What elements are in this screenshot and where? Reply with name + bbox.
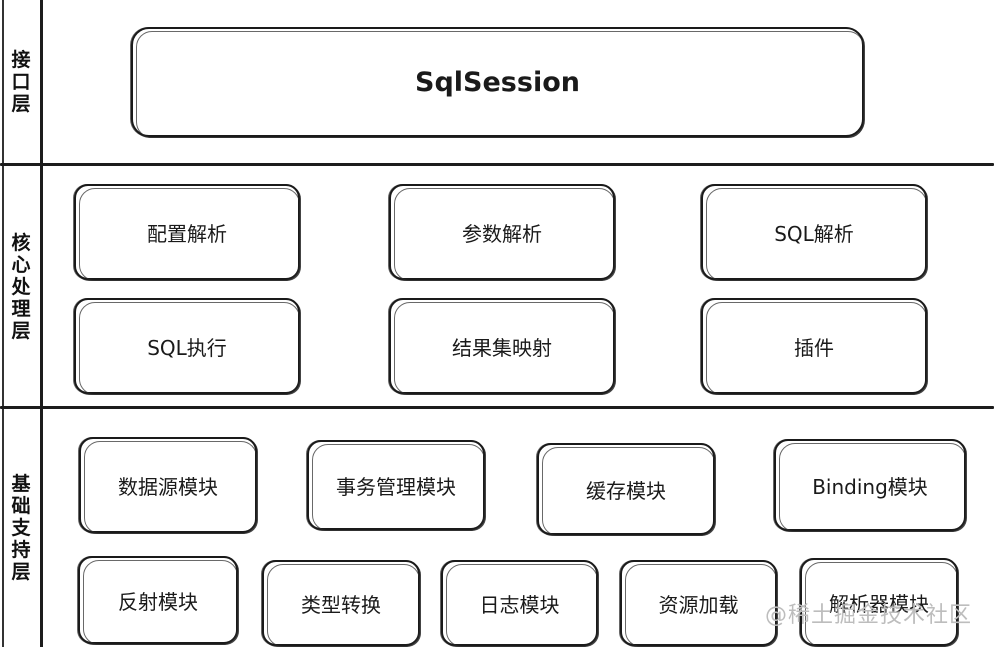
transaction-module-box: 事务管理模块 — [307, 440, 485, 531]
core-layer-label: 核心处理层 — [11, 231, 31, 342]
interface-layer-label: 接口层 — [11, 48, 31, 115]
layer-separator-1 — [0, 163, 994, 166]
plugin-box: 插件 — [701, 298, 927, 395]
sql-parse-box: SQL解析 — [701, 184, 927, 281]
result-mapping-box: 结果集映射 — [389, 298, 615, 395]
param-parse-box: 参数解析 — [389, 184, 615, 281]
type-conversion-box: 类型转换 — [262, 560, 420, 647]
layer-separator-2 — [0, 406, 994, 409]
label-divider-line — [40, 0, 43, 647]
base-layer-label: 基础支持层 — [11, 473, 31, 583]
binding-module-box: Binding模块 — [774, 439, 966, 532]
sql-execute-box: SQL执行 — [74, 298, 300, 395]
reflection-module-box: 反射模块 — [78, 556, 238, 645]
left-edge-line — [2, 0, 4, 647]
log-module-box: 日志模块 — [441, 560, 598, 647]
cache-module-box: 缓存模块 — [537, 443, 715, 536]
datasource-module-box: 数据源模块 — [79, 437, 257, 534]
parser-module-box: 解析器模块 — [800, 558, 958, 647]
config-parse-box: 配置解析 — [74, 184, 300, 281]
resource-loading-box: 资源加载 — [620, 560, 777, 647]
sqlsession-box: SqlSession — [131, 27, 864, 138]
